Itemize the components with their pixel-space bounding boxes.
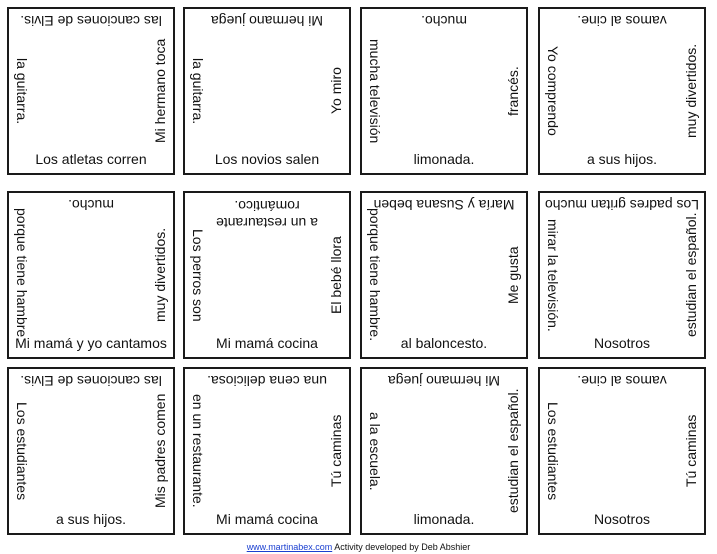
card-left-text: la guitarra. — [190, 57, 206, 125]
card-top-text: a un restaurante romántico. — [216, 198, 318, 231]
card-right-text: Me gusta — [505, 246, 521, 304]
card-right-text: muy divertidos. — [683, 43, 699, 139]
card-left-text: mirar la televisión. — [545, 218, 561, 332]
card-bottom-text: a sus hijos. — [55, 511, 127, 527]
puzzle-card-10: una cena deliciosa. en un restaurante. T… — [183, 367, 351, 535]
card-bottom-text: Nosotros — [593, 335, 651, 351]
puzzle-card-9: las canciones de Elvis. Los estudiantes … — [7, 367, 175, 535]
card-top-text: Los padres gritan mucho — [544, 197, 700, 213]
card-right-text: Yo miro — [328, 67, 344, 115]
card-top-text: María y Susana beben — [373, 197, 515, 213]
card-left-text: en un restaurante. — [190, 394, 206, 508]
card-top-text: vamos al cine. — [577, 13, 667, 29]
card-top-text: mucho. — [421, 13, 467, 29]
card-top-text: las canciones de Elvis. — [20, 373, 162, 389]
card-right-text: Mis padres comen — [152, 393, 168, 509]
card-bottom-text: Los novios salen — [214, 151, 320, 167]
website-link[interactable]: www.martinabex.com — [246, 542, 333, 552]
card-left-text: Los estudiantes — [14, 401, 30, 501]
card-left-text: Los perros son — [190, 228, 206, 322]
card-left-text: porque tiene hambre. — [367, 208, 383, 342]
card-top-text: las canciones de Elvis. — [20, 13, 162, 29]
puzzle-card-2: Mi hermano juega la guitarra. Yo miro Lo… — [183, 7, 351, 175]
puzzle-card-1: las canciones de Elvis. la guitarra. Mi … — [7, 7, 175, 175]
card-top-text: Mi hermano juega — [387, 373, 501, 389]
puzzle-card-7: María y Susana beben porque tiene hambre… — [360, 191, 528, 359]
card-bottom-text: Mi mamá cocina — [216, 511, 318, 527]
credit-text: Activity developed by Deb Abshier — [332, 542, 471, 552]
card-top-text: Mi hermano juega — [210, 13, 324, 29]
card-bottom-text: Nosotros — [593, 511, 651, 527]
puzzle-card-3: mucho. mucha televisión francés. limonad… — [360, 7, 528, 175]
card-bottom-text: Mi mamá y yo cantamos — [15, 335, 167, 351]
card-top-text: una cena deliciosa. — [207, 373, 327, 389]
card-bottom-text: limonada. — [413, 151, 475, 167]
card-bottom-text: Mi mamá cocina — [216, 335, 318, 351]
card-bottom-text: a sus hijos. — [586, 151, 658, 167]
card-right-text: muy divertidos. — [152, 227, 168, 323]
footer-credit: www.martinabex.com Activity developed by… — [0, 542, 717, 552]
card-right-text: Tú caminas — [328, 414, 344, 488]
puzzle-card-4: vamos al cine. Yo comprendo muy divertid… — [538, 7, 706, 175]
card-top-text: mucho. — [68, 197, 114, 213]
card-left-text: la guitarra. — [14, 57, 30, 125]
card-right-text: estudian el español. — [683, 212, 699, 338]
card-bottom-text: limonada. — [413, 511, 475, 527]
puzzle-card-8: Los padres gritan mucho mirar la televis… — [538, 191, 706, 359]
puzzle-card-5: mucho. porque tiene hambre. muy divertid… — [7, 191, 175, 359]
puzzle-card-6: a un restaurante romántico. Los perros s… — [183, 191, 351, 359]
puzzle-card-11: Mi hermano juega a la escuela. estudian … — [360, 367, 528, 535]
card-left-text: Yo comprendo — [545, 46, 561, 136]
card-left-text: mucha televisión — [367, 38, 383, 144]
card-bottom-text: Los atletas corren — [35, 151, 147, 167]
puzzle-card-12: vamos al cine. Los estudiantes Tú camina… — [538, 367, 706, 535]
card-bottom-text: al baloncesto. — [400, 335, 488, 351]
card-left-text: porque tiene hambre. — [14, 208, 30, 342]
card-right-text: Tú caminas — [683, 414, 699, 488]
card-right-text: Mi hermano toca — [152, 38, 168, 144]
card-right-text: francés. — [505, 66, 521, 116]
card-right-text: El bebé llora — [328, 236, 344, 314]
card-top-text: vamos al cine. — [577, 373, 667, 389]
card-right-text: estudian el español. — [505, 388, 521, 514]
card-left-text: Los estudiantes — [545, 401, 561, 501]
card-left-text: a la escuela. — [367, 411, 383, 491]
